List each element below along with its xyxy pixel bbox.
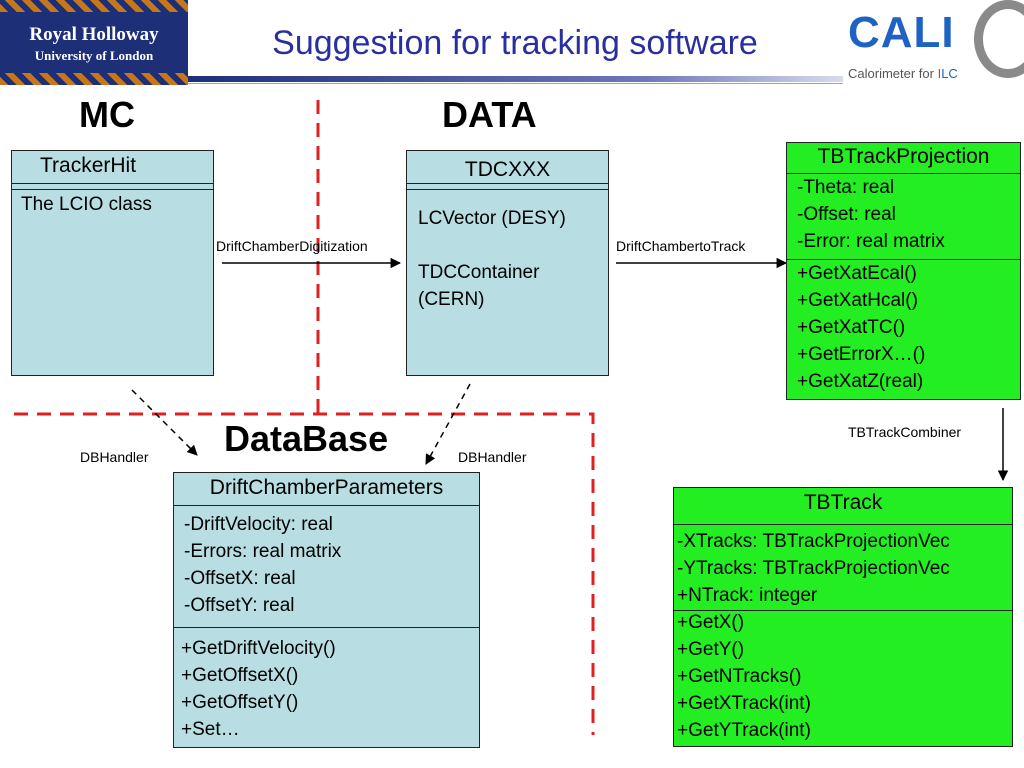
dbhandler-left-label: DBHandler: [80, 449, 149, 465]
params-method-1: +GetDriftVelocity(): [181, 638, 336, 659]
tbtrackprojection-class-box: TBTrackProjection -Theta: real -Offset: …: [786, 142, 1021, 400]
projection-attr-1: -Theta: real: [797, 177, 895, 198]
tdc-sep1: [407, 183, 608, 184]
calice-subtitle: Calorimeter for ILC: [848, 66, 958, 81]
track-attr-2: -YTracks: TBTrackProjectionVec: [677, 558, 950, 579]
database-heading: DataBase: [224, 418, 389, 459]
totrack-label: DriftChambertoTrack: [616, 238, 746, 254]
tbtrack-class-box: TBTrack -XTracks: TBTrackProjectionVec -…: [673, 487, 1013, 747]
dbhandler-right-arrow: [425, 383, 471, 465]
calice-ring: [974, 0, 1024, 78]
tdc-line-3: (CERN): [418, 289, 485, 310]
data-heading: DATA: [442, 94, 537, 135]
trackerhit-sep2: [12, 189, 213, 190]
page-title: Suggestion for tracking software: [272, 24, 758, 62]
projection-method-2: +GetXatHcal(): [797, 290, 918, 311]
database-boundary: [14, 412, 595, 735]
dbhandler-left-arrow: [131, 389, 198, 456]
projection-method-5: +GetXatZ(real): [797, 371, 924, 392]
calice-subtitle-lc: LC: [941, 66, 958, 81]
calice-subtitle-i: I: [937, 66, 942, 81]
tdc-sep2: [407, 189, 608, 190]
track-method-5: +GetYTrack(int): [677, 720, 811, 741]
projection-method-1: +GetXatEcal(): [797, 263, 917, 284]
trackerhit-title: TrackerHit: [40, 154, 137, 177]
params-attr-3: -OffsetX: real: [184, 568, 296, 589]
tdc-line-2: TDCContainer: [418, 262, 540, 283]
params-attr-1: -DriftVelocity: real: [184, 514, 333, 535]
tdc-title: TDCXXX: [464, 158, 551, 181]
tdc-line-1: LCVector (DESY): [418, 208, 566, 229]
params-title: DriftChamberParameters: [209, 476, 444, 499]
digitization-label: DriftChamberDigitization: [216, 238, 368, 254]
projection-method-4: +GetErrorX…(): [797, 344, 926, 365]
driftchamberparameters-class-box: DriftChamberParameters -DriftVelocity: r…: [173, 472, 480, 748]
track-sep1: [674, 524, 1012, 525]
track-method-1: +GetX(): [677, 612, 745, 633]
logo-line2: University of London: [34, 48, 154, 63]
dbhandler-right-label: DBHandler: [458, 449, 527, 465]
params-sep1: [174, 505, 479, 506]
mc-heading: MC: [79, 94, 135, 135]
calice-wordmark: CALI: [848, 8, 955, 57]
trackerhit-desc: The LCIO class: [21, 194, 152, 215]
projection-sep2: [787, 259, 1020, 260]
projection-method-3: +GetXatTC(): [797, 317, 906, 338]
projection-sep1: [787, 173, 1020, 174]
params-method-2: +GetOffsetX(): [181, 665, 299, 686]
params-attr-4: -OffsetY: real: [184, 595, 295, 616]
title-rule-thin: [188, 83, 843, 84]
track-title: TBTrack: [803, 491, 883, 514]
calice-subtitle-prefix: Calorimeter for: [848, 66, 938, 81]
track-sep2: [674, 610, 1012, 611]
trackerhit-class-box: TrackerHit The LCIO class: [11, 150, 214, 376]
track-attr-1: -XTracks: TBTrackProjectionVec: [677, 531, 950, 552]
projection-attr-2: -Offset: real: [797, 204, 896, 225]
royal-holloway-logo: Royal Holloway University of London: [0, 0, 188, 85]
title-rule: [188, 76, 843, 82]
combiner-label: TBTrackCombiner: [848, 424, 962, 440]
tdc-class-box: TDCXXX LCVector (DESY) TDCContainer (CER…: [406, 150, 609, 376]
track-method-3: +GetNTracks(): [677, 666, 802, 687]
params-attr-2: -Errors: real matrix: [184, 541, 342, 562]
projection-title: TBTrackProjection: [817, 145, 990, 168]
params-method-3: +GetOffsetY(): [181, 692, 299, 713]
calice-logo: CALI Calorimeter for ILC: [846, 0, 1024, 88]
params-sep2: [174, 627, 479, 628]
track-method-2: +GetY(): [677, 639, 745, 660]
track-method-4: +GetXTrack(int): [677, 693, 811, 714]
trackerhit-sep1: [12, 183, 213, 184]
projection-attr-3: -Error: real matrix: [797, 231, 945, 252]
track-attr-3: +NTrack: integer: [677, 585, 818, 606]
logo-line1: Royal Holloway: [29, 24, 159, 45]
params-method-4: +Set…: [181, 719, 240, 740]
